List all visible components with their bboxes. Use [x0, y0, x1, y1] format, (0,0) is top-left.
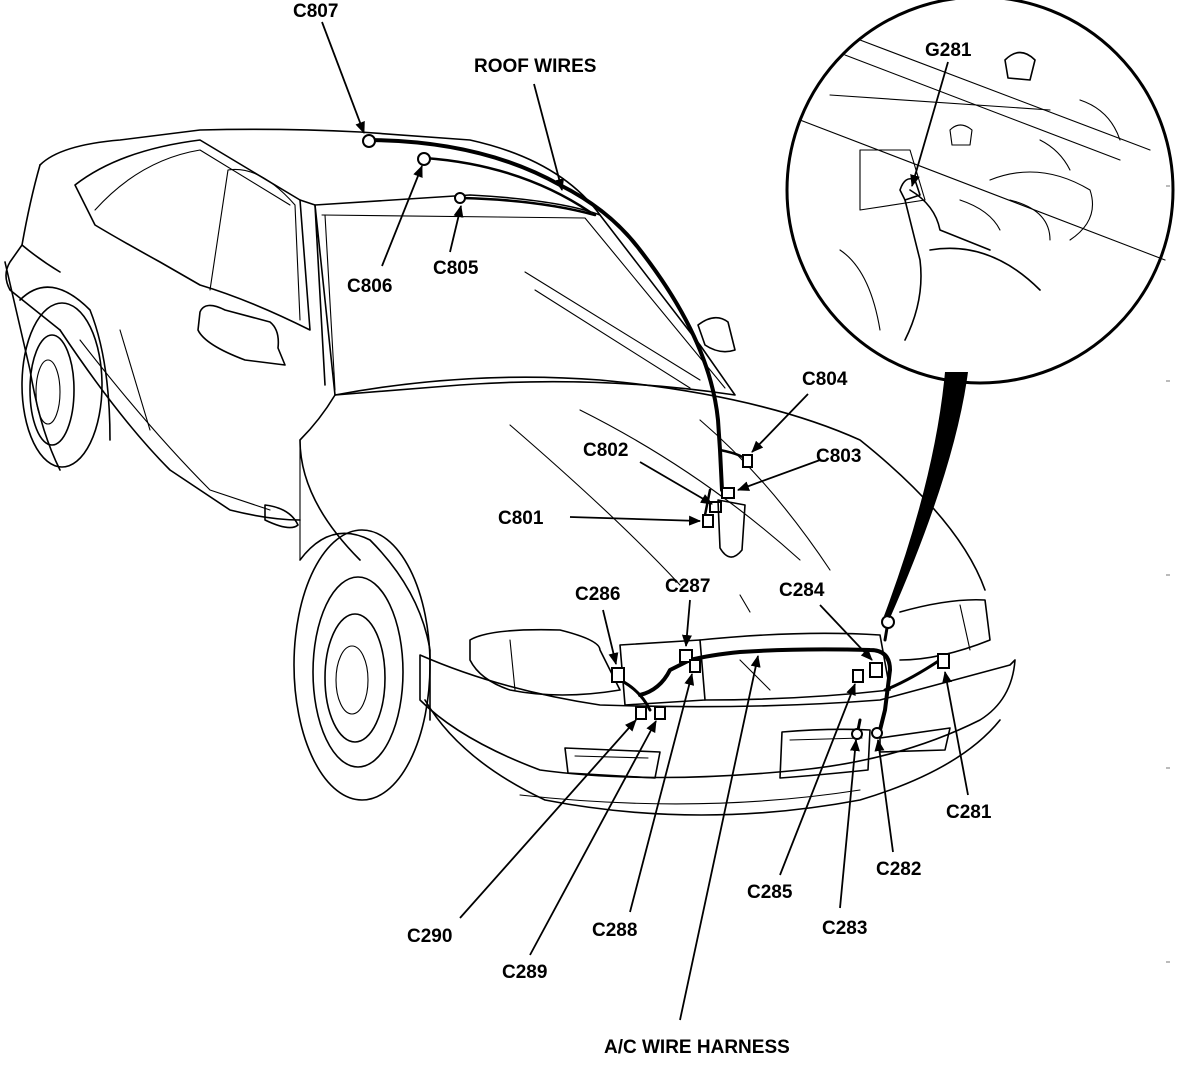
callout-labels: C807 ROOF WIRES C806 C805 G281 C804 C802… [293, 1, 992, 1058]
inset-pointer [884, 372, 968, 618]
g281-detail-inset [785, 0, 1175, 618]
plug-c807 [362, 134, 376, 148]
plug-c805 [454, 192, 466, 204]
label-c801: C801 [498, 508, 544, 529]
leader-lines [321, 21, 969, 1021]
plug-c285 [852, 669, 864, 683]
label-g281: G281 [925, 40, 972, 61]
label-c285: C285 [747, 882, 793, 903]
plug-c286 [611, 667, 625, 683]
car-outline [4, 128, 1016, 816]
plug-c290 [635, 706, 647, 720]
label-c283: C283 [822, 918, 867, 939]
plug-c289 [654, 706, 666, 720]
label-c281: C281 [946, 802, 992, 823]
label-c804: C804 [802, 369, 848, 390]
relay-box [717, 499, 746, 558]
label-c288: C288 [592, 920, 637, 941]
plug-c802 [709, 501, 722, 513]
label-c803: C803 [816, 446, 861, 467]
label-c805: C805 [433, 258, 479, 279]
plug-c806 [417, 152, 431, 166]
front-bumper-harness [618, 620, 942, 737]
ground-point [881, 615, 895, 629]
label-c289: C289 [502, 962, 547, 983]
plug-c288 [689, 659, 701, 673]
plug-c284 [869, 662, 883, 678]
label-c807: C807 [293, 1, 338, 22]
margin-ticks [1166, 185, 1170, 963]
label-c284: C284 [779, 580, 825, 601]
label-c286: C286 [575, 584, 620, 605]
label-c806: C806 [347, 276, 392, 297]
label-c802: C802 [583, 440, 628, 461]
plug-c801 [702, 514, 714, 528]
plug-c281 [937, 653, 950, 669]
plug-c803 [721, 487, 735, 499]
label-c282: C282 [876, 859, 921, 880]
label-c287: C287 [665, 576, 710, 597]
roof-wire-harness [363, 138, 750, 517]
label-c290: C290 [407, 926, 452, 947]
plug-c804 [742, 454, 753, 468]
label-roof-wires: ROOF WIRES [474, 56, 596, 77]
plug-c283 [851, 728, 863, 740]
label-ac-wire-harness: A/C WIRE HARNESS [604, 1037, 790, 1058]
plug-c282 [871, 727, 883, 739]
